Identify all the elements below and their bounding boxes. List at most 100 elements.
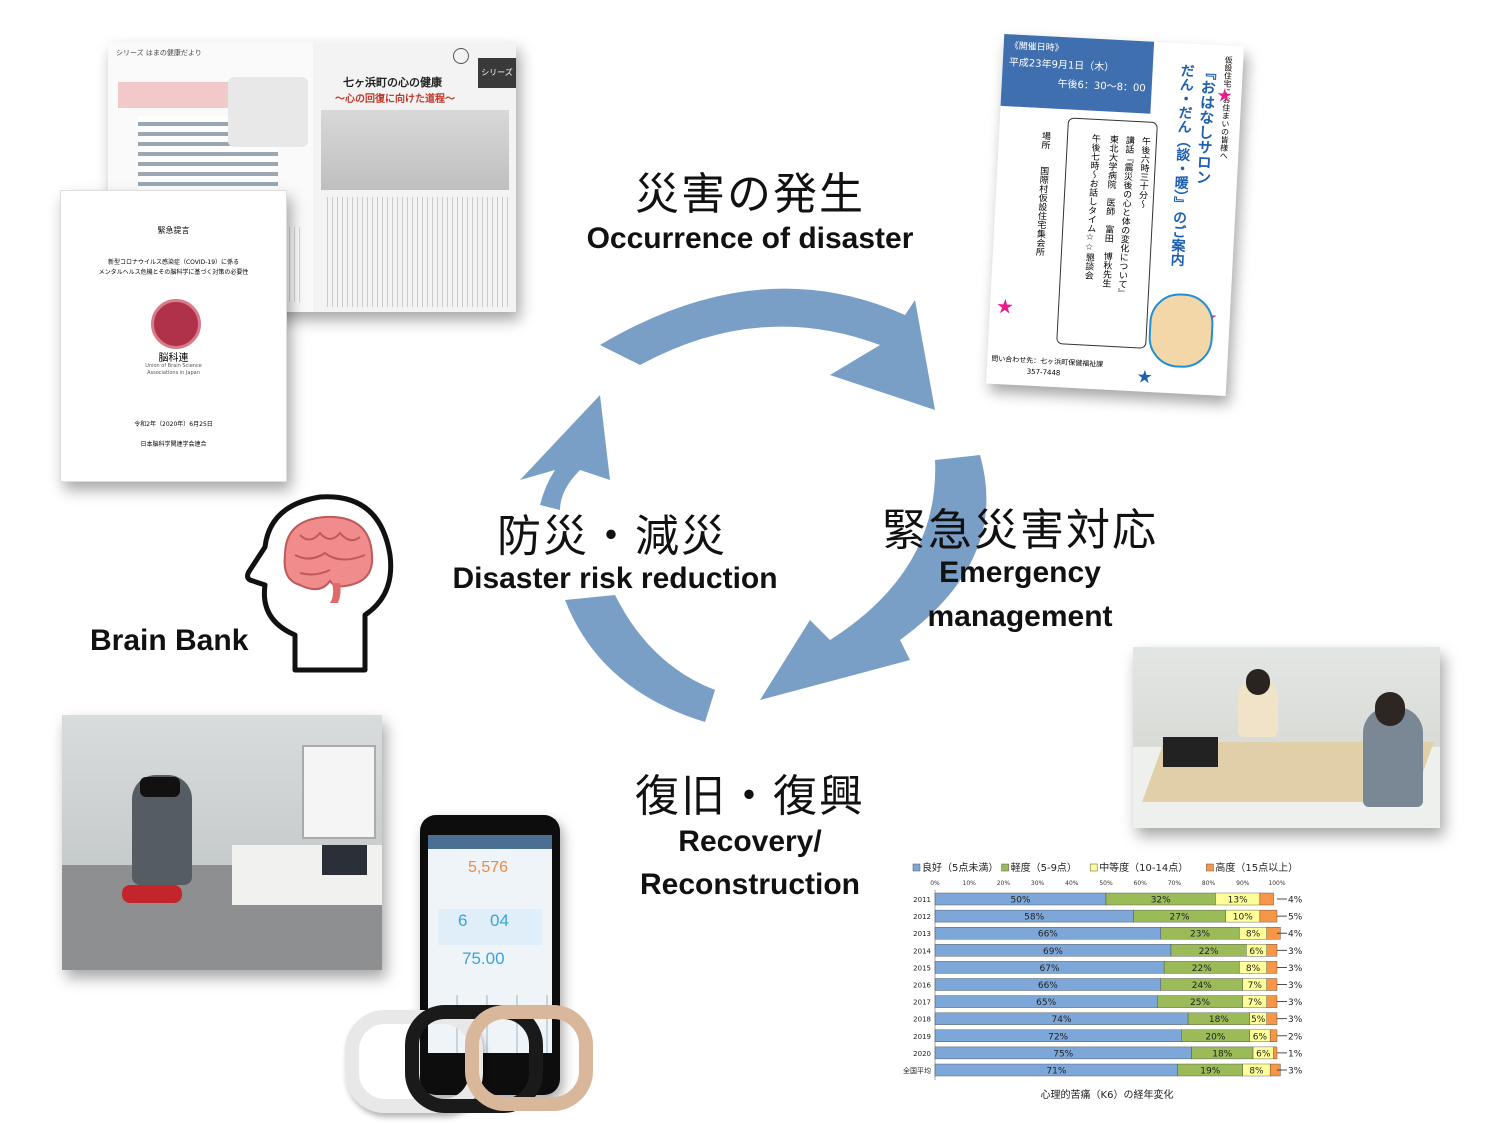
bar-segment <box>1266 995 1278 1008</box>
category-label: 2018 <box>913 1016 931 1024</box>
proposal-org-en1: Union of Brain Science <box>145 363 202 369</box>
emergency-label-jp: 緊急災害対応 <box>882 505 1158 556</box>
salon-flyer: 《開催日時》 平成23年9月1日（木） 午後6：30〜8：00 仮設住宅にお住ま… <box>986 33 1244 397</box>
legend-swatch <box>912 863 921 872</box>
photo-person-woman-hair <box>1246 669 1270 695</box>
k6-chart: 良好（5点未満）軽度（5-9点）中等度（10-14点）高度（15点以上）0%10… <box>903 861 1303 1101</box>
category-label: 2014 <box>913 947 931 955</box>
data-label: 23% <box>1190 930 1210 940</box>
category-label: 2013 <box>913 930 931 938</box>
recovery-label-en2: Reconstruction <box>639 868 861 901</box>
bar-segment <box>1266 978 1278 991</box>
reduction-label-jp: 防災・減災 <box>497 511 727 562</box>
x-tick-label: 60% <box>1134 880 1148 887</box>
data-label: 8% <box>1249 1067 1264 1077</box>
magazine-illustration-left <box>228 77 308 147</box>
data-label: 3% <box>1288 981 1303 991</box>
data-label: 25% <box>1190 998 1210 1008</box>
category-label: 2011 <box>913 896 931 904</box>
data-label: 1% <box>1288 1049 1303 1059</box>
data-label: 18% <box>1212 1049 1232 1059</box>
data-label: 24% <box>1192 981 1212 991</box>
magazine-title-line2: 〜心の回復に向けた道程〜 <box>335 94 455 105</box>
emergency-label-en1: Emergency <box>939 556 1101 589</box>
proposal-subtitle2: メンタルヘルス危機とその脳科学に基づく対策の必要性 <box>98 269 249 276</box>
data-label: 2% <box>1288 1032 1303 1042</box>
data-label: 4% <box>1288 896 1303 906</box>
x-tick-label: 0% <box>930 880 940 887</box>
star-icon: ★ <box>1136 366 1154 389</box>
proposal-org-jp: 脳科連 <box>158 353 189 364</box>
phone-sleep-m: 04 <box>490 911 509 930</box>
data-label: 6% <box>1256 1049 1271 1059</box>
data-label: 72% <box>1048 1032 1068 1042</box>
recovery-label-en1: Recovery/ <box>678 825 822 858</box>
category-label: 2020 <box>913 1050 931 1058</box>
bar-segment <box>1259 892 1274 906</box>
series-tab: シリーズ <box>478 58 516 88</box>
flyer-title2: だん・だん（談・暖）』のご案内 <box>1168 63 1196 267</box>
bar-segment <box>1269 1029 1278 1043</box>
flyer-place: 国際村仮設住宅集会所 <box>1033 165 1049 257</box>
data-label: 67% <box>1040 964 1060 974</box>
data-label: 66% <box>1038 930 1058 940</box>
x-tick-label: 100% <box>1268 880 1285 887</box>
bar-segment <box>1273 1046 1278 1060</box>
chart-title: 心理的苦痛（K6）の経年変化 <box>1041 1088 1174 1101</box>
flyer-lead: 仮設住宅にお住まいの皆様へ <box>1219 55 1234 160</box>
magazine-right-page: シリーズ 七ヶ浜町の心の健康 〜心の回復に向けた道程〜 <box>313 42 516 312</box>
photo-laptop <box>1163 737 1218 767</box>
proposal-date: 令和2年（2020年）6月25日 <box>134 421 213 428</box>
emergency-label-en2: management <box>927 600 1113 633</box>
clock-icon <box>453 48 469 64</box>
magazine-illustration-right <box>321 110 509 190</box>
x-tick-label: 30% <box>1031 880 1045 887</box>
flyer-header-band: 《開催日時》 平成23年9月1日（木） 午後6：30〜8：00 <box>1000 33 1155 114</box>
data-label: 13% <box>1228 896 1248 906</box>
cycle-arrow-group <box>520 288 987 722</box>
legend-swatch <box>1001 863 1009 872</box>
legend-label: 軽度（5-9点） <box>1011 861 1077 874</box>
x-tick-label: 50% <box>1099 880 1113 887</box>
data-label: 71% <box>1046 1067 1066 1077</box>
legend-label: 高度（15点以上） <box>1215 861 1298 874</box>
brain-head-icon <box>245 494 394 673</box>
data-label: 3% <box>1288 964 1303 974</box>
recovery-label-jp: 復旧・復興 <box>635 771 865 822</box>
category-label: 2017 <box>913 999 931 1007</box>
legend-swatch <box>1206 863 1214 872</box>
phone-sleep-h: 6 <box>458 911 468 930</box>
data-label: 32% <box>1151 896 1171 906</box>
category-label: 全国平均 <box>903 1066 931 1075</box>
data-label: 27% <box>1170 913 1190 923</box>
vr-experiment-photo <box>62 715 382 970</box>
vr-photo-whiteboard <box>302 745 376 839</box>
data-label: 5% <box>1251 1015 1266 1025</box>
reduction-label-en: Disaster risk reduction <box>452 562 778 595</box>
occurrence-label-jp: 災害の発生 <box>635 169 865 220</box>
data-label: 8% <box>1246 930 1261 940</box>
bar-segment <box>1266 944 1278 957</box>
flyer-title1: 『おはなしサロン <box>1193 64 1218 186</box>
brain-bank-label: Brain Bank <box>90 624 249 657</box>
arrow-reduction-to-occurrence <box>520 395 610 510</box>
proposal-org-full: 日本脳科学関連学会連合 <box>140 441 207 448</box>
data-label: 19% <box>1200 1067 1220 1077</box>
flyer-place-label: 場所 <box>1039 130 1051 150</box>
data-label: 3% <box>1288 1015 1303 1025</box>
vr-photo-laptop <box>322 845 367 875</box>
proposal-title: 緊急提言 <box>157 226 190 235</box>
photo-person-man-hair <box>1375 692 1405 726</box>
wristband-gold <box>465 1005 593 1111</box>
bar-segment <box>1259 909 1278 923</box>
data-label: 5% <box>1288 913 1303 923</box>
star-icon: ★ <box>1215 85 1234 107</box>
magazine-header: シリーズ はまの健康だより <box>116 49 202 57</box>
data-label: 20% <box>1205 1032 1225 1042</box>
data-label: 8% <box>1246 964 1261 974</box>
vr-photo-chair <box>122 885 182 903</box>
data-label: 6% <box>1253 1032 1268 1042</box>
magazine-right-text <box>323 197 508 307</box>
data-label: 7% <box>1248 998 1263 1008</box>
